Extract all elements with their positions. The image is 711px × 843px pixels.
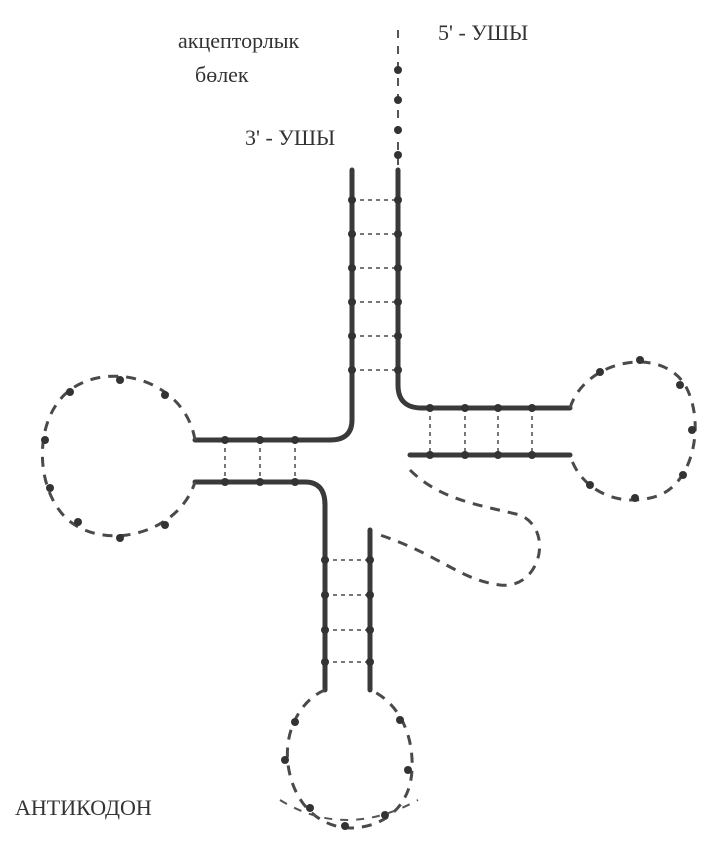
anticodon-arm	[280, 530, 418, 830]
acceptor-stem-pairs	[352, 200, 398, 370]
anticodon-label: АНТИКОДОН	[15, 795, 152, 820]
acceptor-site-label-line1: акцепторлык	[178, 28, 300, 53]
five-prime-end-label: 5' - УШЫ	[438, 20, 528, 45]
three-prime-end-label: 3' - УШЫ	[245, 125, 335, 150]
variable-loop	[380, 470, 540, 585]
d-arm	[41, 376, 352, 690]
acceptor-site-label-line2: бөлек	[195, 62, 249, 87]
t-arm	[410, 356, 696, 502]
acceptor-arm	[348, 30, 570, 420]
